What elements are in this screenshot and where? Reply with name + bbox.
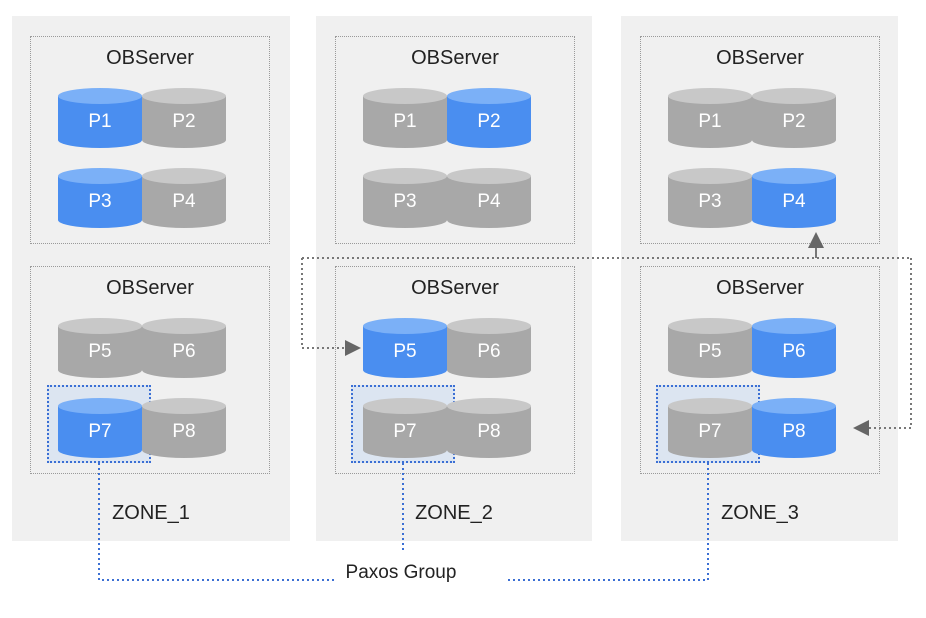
paxos-line-left (98, 463, 336, 581)
partition-cylinder: P4 (751, 167, 837, 229)
partition-cylinder: P3 (57, 167, 143, 229)
partition-cylinder: P2 (446, 87, 532, 149)
partition-label: P6 (477, 341, 501, 362)
observer-box: OBServer P1 P2 P3 P4 (335, 36, 575, 244)
zone-3-label: ZONE_3 (721, 502, 799, 524)
partition-label: P1 (698, 111, 722, 132)
partition-cylinder: P3 (667, 167, 753, 229)
partition-label: P5 (393, 341, 417, 362)
observer-title: OBServer (106, 277, 194, 299)
observer-box: OBServer P1 P2 P3 P4 (30, 36, 270, 244)
partition-cylinder: P7 (362, 397, 448, 459)
partition-label: P4 (172, 191, 196, 212)
partition-label: P5 (88, 341, 112, 362)
partition-cylinder: P7 (57, 397, 143, 459)
partition-label: P3 (88, 191, 112, 212)
partition-label: P2 (172, 111, 196, 132)
partition-label: P6 (782, 341, 806, 362)
partition-cylinder: P8 (141, 397, 227, 459)
paxos-group-label: Paxos Group (336, 562, 466, 584)
observer-title: OBServer (106, 47, 194, 69)
partition-cylinder: P8 (751, 397, 837, 459)
partition-cylinder: P2 (751, 87, 837, 149)
observer-title: OBServer (716, 277, 804, 299)
observer-box: OBServer P5 P6 P7 P8 (335, 266, 575, 474)
observer-box: OBServer P5 P6 P7 P8 (640, 266, 880, 474)
partition-cylinder: P5 (667, 317, 753, 379)
partition-label: P8 (172, 421, 196, 442)
paxos-line-right (506, 463, 709, 581)
migration-arrow-to-z2-p5 (301, 258, 361, 356)
partition-label: P5 (698, 341, 722, 362)
partition-cylinder: P8 (446, 397, 532, 459)
partition-label: P7 (393, 421, 417, 442)
partition-label: P7 (698, 421, 722, 442)
observer-box: OBServer P1 P2 P3 P4 (640, 36, 880, 244)
zone-2-label: ZONE_2 (415, 502, 493, 524)
observer-title: OBServer (411, 277, 499, 299)
partition-cylinder: P6 (446, 317, 532, 379)
partition-cylinder: P6 (751, 317, 837, 379)
partition-label: P2 (782, 111, 806, 132)
partition-label: P8 (782, 421, 806, 442)
partition-label: P3 (393, 191, 417, 212)
observer-title: OBServer (411, 47, 499, 69)
observer-box: OBServer P5 P6 P7 P8 (30, 266, 270, 474)
partition-label: P4 (782, 191, 806, 212)
zone-1-label: ZONE_1 (112, 502, 190, 524)
partition-cylinder: P4 (141, 167, 227, 229)
partition-cylinder: P1 (57, 87, 143, 149)
partition-cylinder: P4 (446, 167, 532, 229)
partition-cylinder: P2 (141, 87, 227, 149)
partition-cylinder: P6 (141, 317, 227, 379)
partition-cylinder: P5 (362, 317, 448, 379)
partition-label: P7 (88, 421, 112, 442)
partition-cylinder: P5 (57, 317, 143, 379)
partition-label: P8 (477, 421, 501, 442)
partition-cylinder: P7 (667, 397, 753, 459)
observer-title: OBServer (716, 47, 804, 69)
partition-label: P4 (477, 191, 501, 212)
partition-label: P6 (172, 341, 196, 362)
partition-cylinder: P1 (362, 87, 448, 149)
partition-label: P1 (88, 111, 112, 132)
partition-cylinder: P1 (667, 87, 753, 149)
partition-label: P3 (698, 191, 722, 212)
partition-cylinder: P3 (362, 167, 448, 229)
partition-label: P1 (393, 111, 417, 132)
migration-arrow-to-z3-p8 (853, 258, 912, 436)
partition-label: P2 (477, 111, 501, 132)
